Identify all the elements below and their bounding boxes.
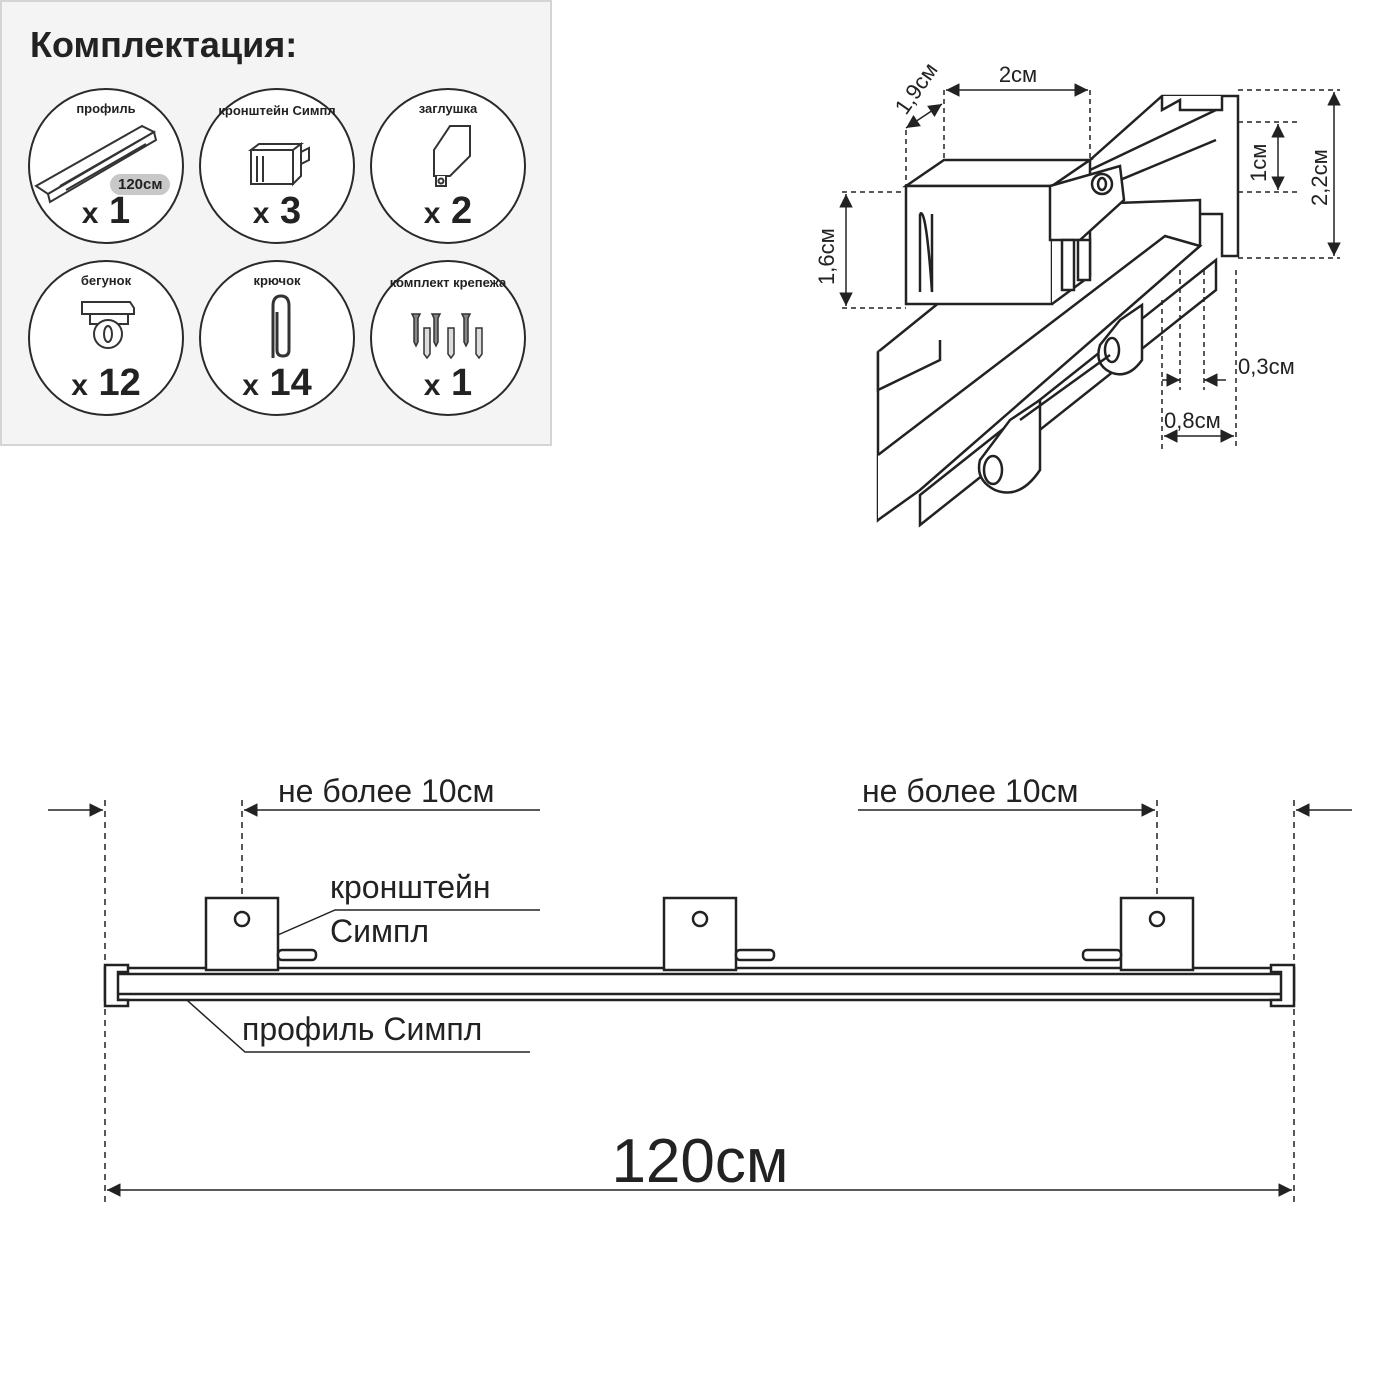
runner-icon <box>81 301 135 349</box>
kit-item-fasteners: комплект крепежа x 1 <box>370 260 526 416</box>
kit-item-qty: x 1 <box>423 362 473 404</box>
install-bracket-right <box>1081 896 1195 972</box>
kit-item-qty: x 3 <box>252 190 302 232</box>
detail-dimension-labels: 2см 1,9см 1,6см 1см 2,2см 0,3см 0,8см <box>814 58 1332 433</box>
bracket-detail <box>901 157 1126 306</box>
kit-panel: Комплектация: профиль 120см x 1 кронштей… <box>0 0 552 446</box>
kit-title: Комплектация: <box>30 24 298 65</box>
dim-profile-width: 0,8см <box>1164 408 1221 433</box>
bracket-icon <box>248 142 310 187</box>
end-cap-icon <box>433 125 471 187</box>
left-offset-label: не более 10см <box>278 773 495 809</box>
kit-item-qty: x 2 <box>423 190 473 232</box>
bracket-label-line1: кронштейн <box>330 869 491 905</box>
kit-item-profile: профиль 120см x 1 <box>28 88 184 244</box>
kit-item-qty: x 1 <box>81 190 131 232</box>
install-labels: не более 10см не более 10см кронштейн Си… <box>242 773 1079 1196</box>
kit-item-label: крючок <box>253 273 301 288</box>
detail-dimension-lines <box>839 83 1341 450</box>
dim-bracket-height: 1,6см <box>814 228 839 285</box>
dim-wall-thickness: 0,3см <box>1238 354 1295 379</box>
kit-item-label: кронштейн Симпл <box>218 103 336 118</box>
fasteners-icon <box>410 313 483 360</box>
profile-label: профиль Симпл <box>242 1011 482 1047</box>
dim-bracket-width: 2см <box>999 62 1037 87</box>
runner-detail <box>977 302 1144 494</box>
total-length-label: 120см <box>611 1127 788 1196</box>
kit-item-qty: x 14 <box>242 362 312 404</box>
hook-icon <box>271 294 291 358</box>
kit-item-label: комплект крепежа <box>389 275 507 290</box>
install-guides <box>48 800 1352 1205</box>
install-profile <box>103 963 1296 1008</box>
kit-item-label: бегунок <box>80 273 132 288</box>
kit-item-end-cap: заглушка x 2 <box>370 88 526 244</box>
kit-item-qty: x 12 <box>71 362 141 404</box>
length-badge: 120см <box>110 174 171 195</box>
dim-profile-height: 2,2см <box>1307 149 1332 206</box>
install-bracket-left <box>204 896 318 972</box>
kit-item-runner: бегунок x 12 <box>28 260 184 416</box>
bracket-label-line2: Симпл <box>330 913 429 949</box>
dim-bracket-depth: 1,9см <box>890 58 943 119</box>
profile-rail-detail <box>876 94 1240 528</box>
kit-item-label: заглушка <box>418 101 478 116</box>
profile-rail-icon <box>34 124 158 204</box>
install-bracket-center <box>662 896 776 972</box>
kit-item-hook: крючок x 14 <box>199 260 355 416</box>
dim-channel-height: 1см <box>1246 144 1271 182</box>
kit-item-bracket: кронштейн Симпл x 3 <box>199 88 355 244</box>
kit-item-label: профиль <box>76 101 136 116</box>
right-offset-label: не более 10см <box>862 773 1079 809</box>
